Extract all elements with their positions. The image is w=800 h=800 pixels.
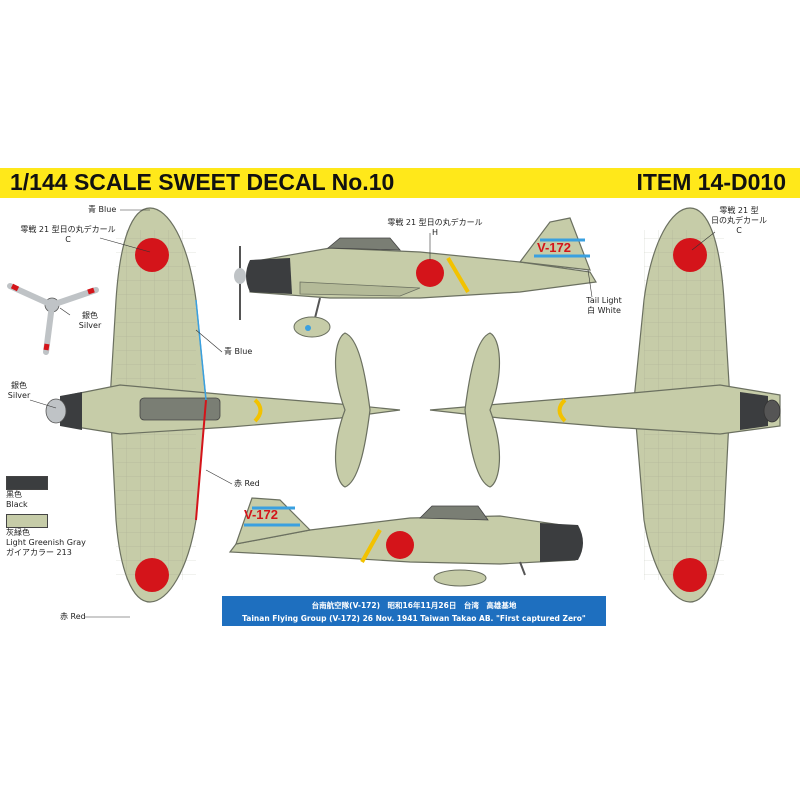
- legend-greenish-gray-jp: 灰緑色: [6, 528, 30, 537]
- label-blue-top: 青 Blue: [88, 205, 117, 214]
- left-profile-tail-code: V-172: [537, 240, 571, 255]
- legend-greenish-gray: 灰緑色 Light Greenish Gray ガイアカラー 213: [6, 528, 86, 558]
- legend-black-jp: 黒色: [6, 490, 22, 499]
- left-profile-plane: V-172: [234, 217, 597, 338]
- top-view-hinomaru-lower: [135, 558, 169, 592]
- label-decal-c-right-line1: 零戦 21 型: [719, 206, 759, 215]
- top-view-tailplane: [335, 332, 371, 488]
- bottom-view-hinomaru-lower: [673, 558, 707, 592]
- label-decal-c-left-code: C: [65, 235, 71, 244]
- leader-lines: [29, 209, 716, 618]
- caption-box: 台南航空隊(V-172) 昭和16年11月26日 台湾 高雄基地 Tainan …: [222, 596, 606, 626]
- right-profile-canopy: [419, 505, 489, 521]
- propeller-detail: [7, 283, 99, 355]
- top-view-canopy: [139, 397, 221, 421]
- label-decal-c-right-line2: 日の丸デカール: [711, 216, 767, 225]
- right-profile-drop-tank: [433, 569, 487, 587]
- legend-greenish-gray-extra: ガイアカラー 213: [6, 548, 72, 557]
- label-silver-prop-en: Silver: [78, 321, 102, 330]
- bottom-view-plane: [429, 207, 781, 603]
- label-decal-c-right: 零戦 21 型 日の丸デカール C: [704, 206, 774, 236]
- left-profile-canopy: [326, 237, 401, 251]
- left-profile-hinomaru: [416, 259, 444, 287]
- top-view-hinomaru-upper: [135, 238, 169, 272]
- label-silver-spinner: 銀色 Silver: [2, 381, 36, 401]
- label-decal-h-code: H: [431, 228, 438, 237]
- legend-greenish-gray-en: Light Greenish Gray: [6, 538, 86, 547]
- caption-line-jp: 台南航空隊(V-172) 昭和16年11月26日 台湾 高雄基地: [311, 601, 517, 610]
- label-silver-spinner-en: Silver: [7, 391, 31, 400]
- label-silver-spinner-jp: 銀色: [11, 381, 27, 390]
- caption-line-en: Tainan Flying Group (V-172) 26 Nov. 1941…: [242, 614, 586, 623]
- left-profile-drop-tank: [293, 316, 331, 338]
- legend-swatch-greenish-gray: [6, 514, 48, 528]
- right-profile-cowling: [540, 523, 583, 562]
- top-view-cowling: [60, 392, 82, 430]
- label-tail-light-jp: 白 White: [587, 306, 621, 315]
- label-decal-c-right-code: C: [736, 226, 742, 235]
- right-profile-tail-code: V-172: [244, 507, 278, 522]
- bottom-view-tailplane: [464, 332, 500, 488]
- label-tail-light: Tail Light 白 White: [574, 296, 634, 316]
- top-view-plane: [45, 207, 401, 603]
- label-decal-c-left: 零戦 21 型日の丸デカール C: [8, 225, 128, 245]
- banner-item-number: ITEM 14-D010: [636, 169, 786, 195]
- legend-swatch-black: [6, 476, 48, 490]
- legend-black-en: Black: [6, 500, 28, 509]
- label-decal-c-left-jp: 零戦 21 型日の丸デカール: [20, 225, 116, 234]
- label-blue-mid: 青 Blue: [224, 347, 253, 356]
- label-decal-h-jp: 零戦 21 型日の丸デカール: [387, 218, 483, 227]
- top-view-spinner: [45, 398, 67, 424]
- label-decal-h: 零戦 21 型日の丸デカール H: [375, 218, 495, 238]
- bottom-view-hinomaru-upper: [673, 238, 707, 272]
- right-profile-plane: V-172: [228, 497, 583, 587]
- title-banner: 1/144 SCALE SWEET DECAL No.10 ITEM 14-D0…: [0, 168, 800, 198]
- label-silver-prop-jp: 銀色: [82, 311, 98, 320]
- right-profile-hinomaru: [386, 531, 414, 559]
- left-profile-cowling: [246, 258, 292, 294]
- label-silver-prop: 銀色 Silver: [70, 311, 110, 331]
- bottom-view-cowling: [740, 392, 768, 430]
- label-red-mid: 赤 Red: [234, 479, 260, 488]
- label-red-bottom: 赤 Red: [60, 612, 86, 621]
- banner-title: 1/144 SCALE SWEET DECAL No.10: [10, 169, 395, 195]
- legend-black: 黒色 Black: [6, 490, 28, 510]
- label-tail-light-en: Tail Light: [586, 296, 622, 305]
